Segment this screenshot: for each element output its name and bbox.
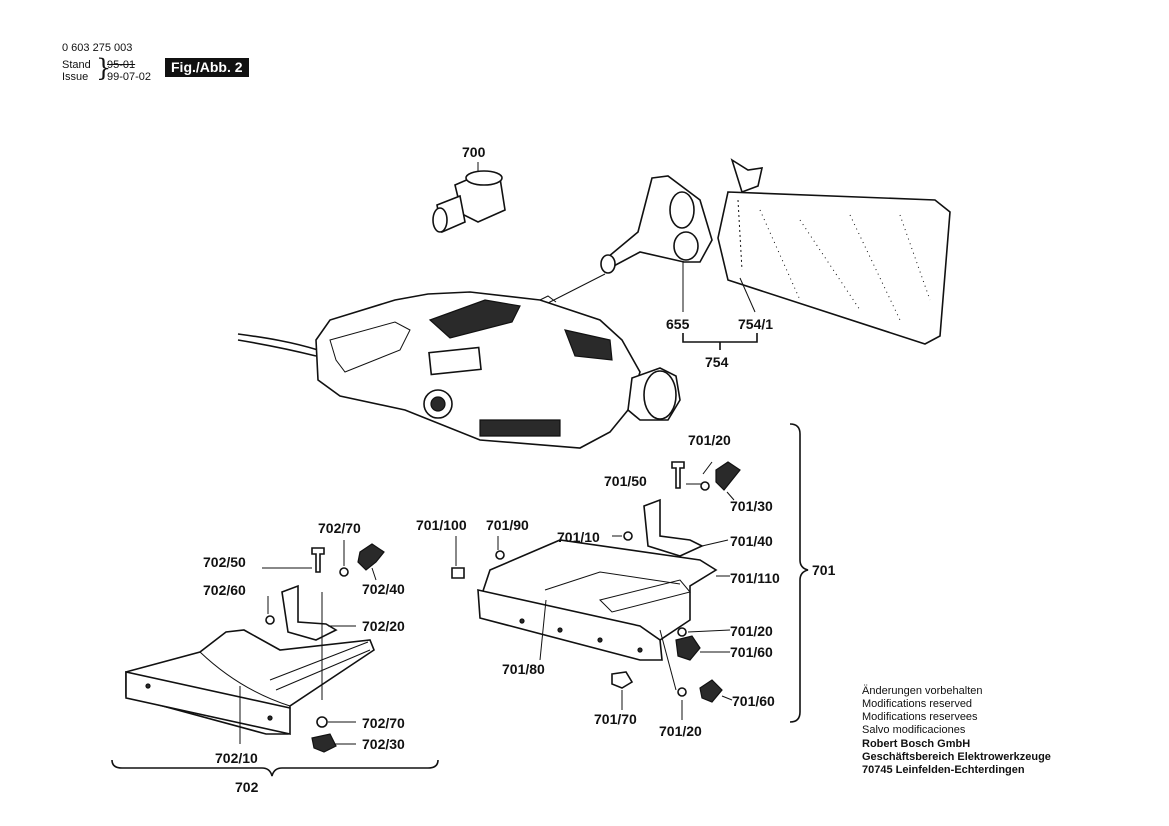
footer-line-es: Salvo modificaciones: [862, 724, 966, 736]
label-701-20-mid: 701/20: [730, 623, 773, 639]
label-701-20-top: 701/20: [688, 432, 731, 448]
part-702-fence-assembly: [125, 540, 385, 753]
bracket-701: [789, 423, 809, 723]
footer-line-en: Modifications reserved: [862, 698, 973, 710]
issue-date: 99-07-02: [107, 71, 152, 83]
footer-line-fr: Modifications reservees: [862, 711, 978, 723]
part-655-outlet: [600, 175, 713, 312]
label-701-50: 701/50: [604, 473, 647, 489]
part-754-1-dust-bag: [717, 158, 951, 345]
header-brace: }: [96, 54, 112, 82]
label-702: 702: [235, 779, 259, 795]
label-701-90: 701/90: [486, 517, 529, 533]
footer-company: Robert Bosch GmbH: [862, 738, 971, 750]
part-700-adapter: [432, 162, 506, 234]
footer-division: Geschäftsbereich Elektrowerkzeuge: [862, 751, 1051, 763]
issue-label: Issue: [62, 71, 89, 83]
label-702-60: 702/60: [203, 582, 246, 598]
label-701-70: 701/70: [594, 711, 637, 727]
part-701-frame-assembly: [451, 461, 741, 720]
belt-sander-body: [315, 273, 681, 449]
label-701-30: 701/30: [730, 498, 773, 514]
label-701-20-bot: 701/20: [659, 723, 702, 739]
label-701-60-b: 701/60: [732, 693, 775, 709]
document-number: 0 603 275 003: [62, 42, 133, 54]
label-700: 700: [462, 144, 486, 160]
label-754-1: 754/1: [738, 316, 774, 332]
figure-badge: Fig./Abb. 2: [165, 58, 249, 77]
label-702-50: 702/50: [203, 554, 246, 570]
label-702-10: 702/10: [215, 750, 258, 766]
label-702-70-top: 702/70: [318, 520, 361, 536]
bracket-702: [111, 759, 439, 777]
stand-label: Stand: [62, 59, 91, 71]
footer-line-de: Änderungen vorbehalten: [862, 685, 983, 697]
label-701-110: 701/110: [730, 570, 780, 586]
label-754: 754: [705, 354, 729, 370]
label-702-30: 702/30: [362, 736, 405, 752]
label-701-10: 701/10: [557, 529, 600, 545]
label-701-80: 701/80: [502, 661, 545, 677]
stand-date: 95-01: [107, 59, 136, 71]
label-702-70-bot: 702/70: [362, 715, 405, 731]
label-701-40: 701/40: [730, 533, 773, 549]
label-702-20: 702/20: [362, 618, 405, 634]
label-701-60-a: 701/60: [730, 644, 773, 660]
label-701-100: 701/100: [416, 517, 467, 533]
label-701: 701: [812, 562, 836, 578]
label-655: 655: [666, 316, 690, 332]
bracket-754: [682, 333, 758, 350]
power-cord: [237, 333, 319, 351]
label-702-40: 702/40: [362, 581, 405, 597]
footer-address: 70745 Leinfelden-Echterdingen: [862, 764, 1025, 776]
